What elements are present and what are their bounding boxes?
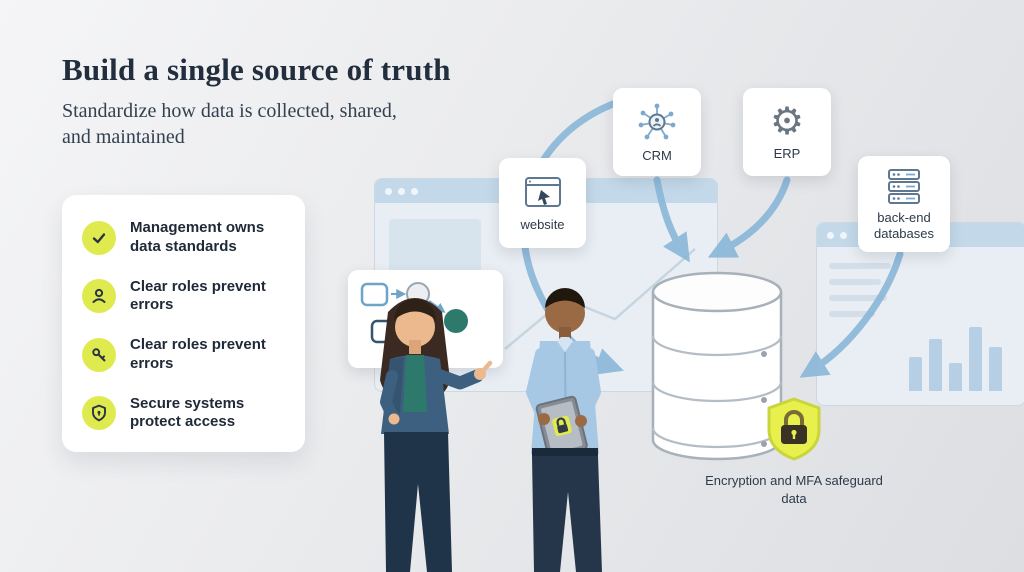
key-icon [82, 337, 116, 372]
window-dot-icon [411, 187, 418, 195]
window-dot-icon [840, 231, 847, 239]
checklist-item: Clear roles prevent errors [82, 336, 285, 374]
checklist-item-label: Management owns data standards [130, 219, 265, 255]
people-illustration [380, 288, 602, 572]
window-dot-icon [398, 187, 405, 195]
page-title: Build a single source of truth [62, 52, 451, 87]
source-card-website: website [499, 158, 586, 248]
checklist-item: Management owns data standards [82, 219, 285, 257]
checklist-item-label: Clear roles prevent errors [130, 277, 266, 314]
security-caption: Encryption and MFA safeguard data [705, 473, 883, 506]
wireframe-line [829, 295, 887, 301]
shield-icon [82, 396, 116, 431]
security-shield-icon [767, 397, 821, 461]
source-card-label: back-end databases [874, 209, 934, 241]
woman-figure [380, 298, 493, 572]
arrow-erp-to-db [707, 176, 791, 258]
wireframe-bar-chart [909, 327, 1002, 391]
checklist-card: Management owns data standards Clear rol… [62, 195, 305, 452]
central-database-icon [651, 271, 783, 461]
checklist-item: Secure systems protect access [82, 395, 285, 433]
window-dot-icon [385, 187, 392, 195]
wireframe-line [829, 279, 881, 285]
server-icon [888, 168, 920, 204]
source-card-databases: back-end databases [858, 156, 950, 252]
man-figure [526, 288, 602, 572]
source-card-crm: CRM [613, 88, 701, 176]
person-icon [82, 279, 116, 314]
checklist-item-label: Clear roles prevent errors [130, 336, 266, 372]
check-icon [82, 220, 116, 255]
source-card-label: website [520, 216, 565, 232]
checklist-item-label: Secure systems protect access [130, 394, 245, 431]
gear-icon: ⚙ [769, 100, 805, 143]
page-subtitle: Standardize how data is collected, share… [62, 100, 397, 149]
browser-icon [524, 176, 561, 207]
checklist-item: Clear roles prevent errors [82, 278, 285, 316]
wireframe-line [829, 263, 891, 269]
source-card-label: CRM [642, 147, 672, 163]
source-card-erp: ⚙ ERP [743, 88, 831, 176]
wireframe-line [829, 311, 875, 317]
network-icon [638, 103, 676, 140]
window-dot-icon [827, 231, 834, 239]
source-card-label: ERP [773, 145, 801, 161]
